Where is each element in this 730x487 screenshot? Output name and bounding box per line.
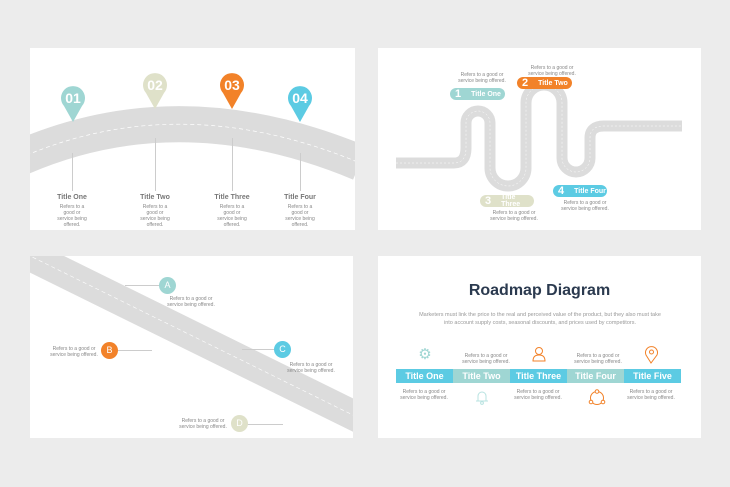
step-title-four: Title Four [567, 369, 624, 383]
step-title-three: Title Three [510, 369, 567, 383]
step-title-two: Title Two [453, 369, 510, 383]
arc-road [30, 106, 355, 180]
pin-02: 02 [143, 73, 167, 109]
step-title-five: Title Five [624, 369, 681, 383]
map-pin-icon [644, 346, 660, 364]
pin-03: 03 [220, 73, 244, 109]
title-two: Title Two [140, 194, 170, 201]
pin-01: 01 [61, 86, 85, 122]
slide-subtitle: Marketers must link the price to the rea… [419, 312, 661, 326]
marker-c: C [274, 341, 291, 358]
bell-icon [475, 389, 489, 405]
title-four: Title Four [284, 194, 316, 201]
diagonal-road [30, 256, 353, 432]
title-three: Title Three [214, 194, 250, 201]
marker-d: D [231, 415, 248, 432]
winding-road [396, 79, 682, 192]
marker-a: A [159, 277, 176, 294]
cycle-icon [588, 389, 606, 407]
slide-title: Roadmap Diagram [468, 282, 611, 299]
marker-b: B [101, 342, 118, 359]
slide-2-winding-road[interactable]: Refers to a good or service being offere… [378, 48, 701, 230]
user-icon [531, 346, 547, 362]
title-one: Title One [57, 194, 87, 201]
slide-3-diagonal-road[interactable]: A Refers to a good or service being offe… [30, 256, 353, 438]
pin-04: 04 [288, 86, 312, 122]
step-title-one: Title One [396, 369, 453, 383]
gear-icon: ⚙ [418, 346, 432, 363]
slide-4-roadmap-diagram[interactable]: Roadmap Diagram Marketers must link the … [378, 256, 701, 438]
